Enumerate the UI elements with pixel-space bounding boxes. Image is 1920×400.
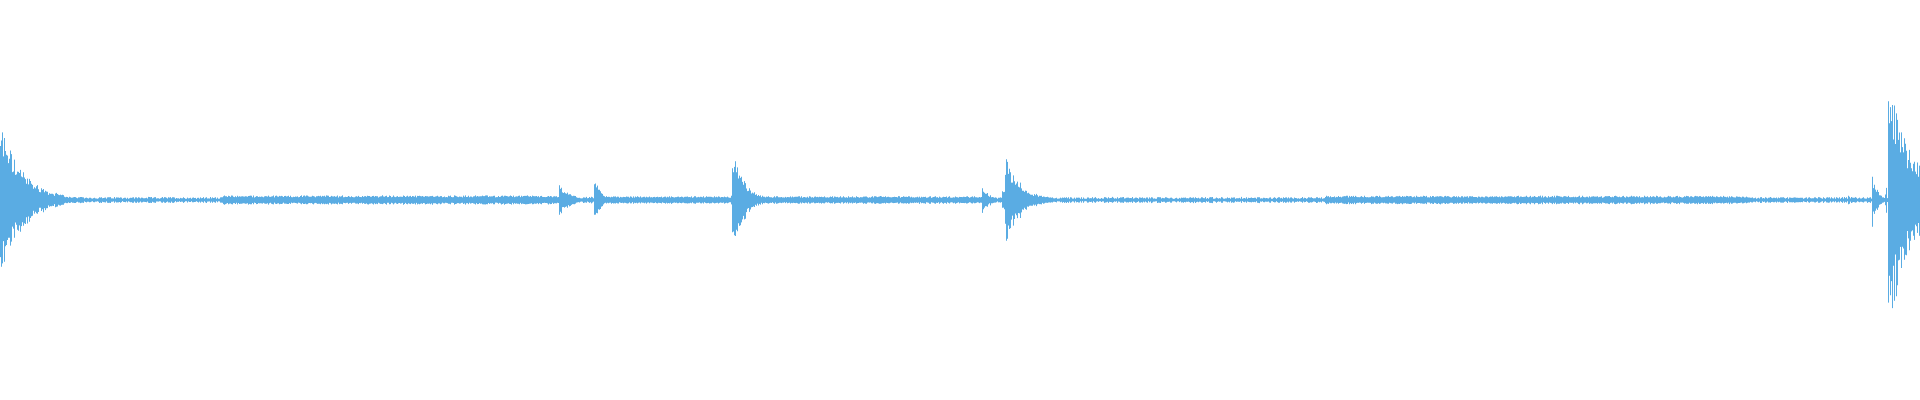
waveform-path	[0, 101, 1920, 309]
